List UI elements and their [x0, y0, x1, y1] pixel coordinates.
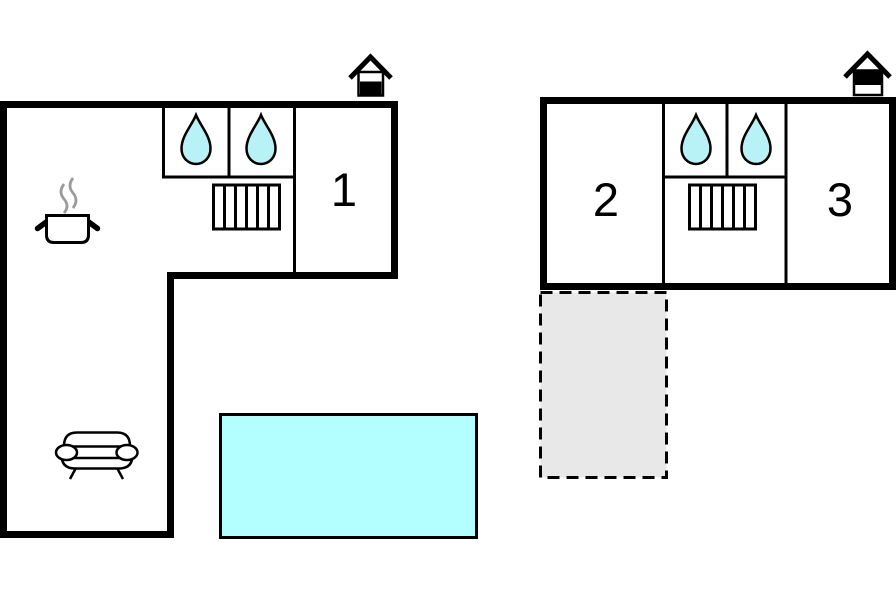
right-building: 2 3: [540, 50, 896, 290]
sofa-armrest: [54, 443, 79, 462]
cooking-pot-icon: [34, 177, 101, 244]
stairs-treads: [223, 185, 270, 229]
water-drop-icon: [680, 111, 712, 166]
terrace-dashed-area: [539, 291, 668, 479]
staircase-icon-left: [212, 183, 281, 231]
stairs-treads: [699, 185, 746, 229]
hatch-dark-band: [360, 81, 382, 95]
hatch-roof: [348, 53, 393, 80]
hatch-roof: [843, 50, 892, 79]
left-building-outer-wall: [0, 101, 398, 538]
room-label-3: 3: [827, 173, 853, 226]
left-building: 1: [0, 53, 398, 538]
pot-body: [45, 214, 90, 244]
hatch-dark-band: [855, 71, 881, 85]
water-drop-icon: [245, 111, 277, 166]
swimming-pool: [219, 413, 478, 539]
sofa-armrest: [115, 443, 139, 462]
room-label-2: 2: [593, 173, 619, 226]
sofa-icon: [54, 431, 139, 480]
steam-line: [59, 183, 69, 214]
right-building-partitions: [662, 100, 788, 288]
water-drop-icon: [180, 111, 212, 166]
steam-line: [68, 177, 78, 209]
left-building-partitions: [162, 104, 296, 274]
bathroom-drops-left: [180, 111, 277, 166]
room-label-1: 1: [331, 163, 357, 216]
staircase-icon-right: [688, 183, 757, 231]
roof-hatch-icon-right: [843, 50, 892, 97]
roof-hatch-icon-left: [348, 53, 393, 97]
bathroom-drops-right: [680, 111, 772, 166]
water-drop-icon: [740, 111, 772, 166]
